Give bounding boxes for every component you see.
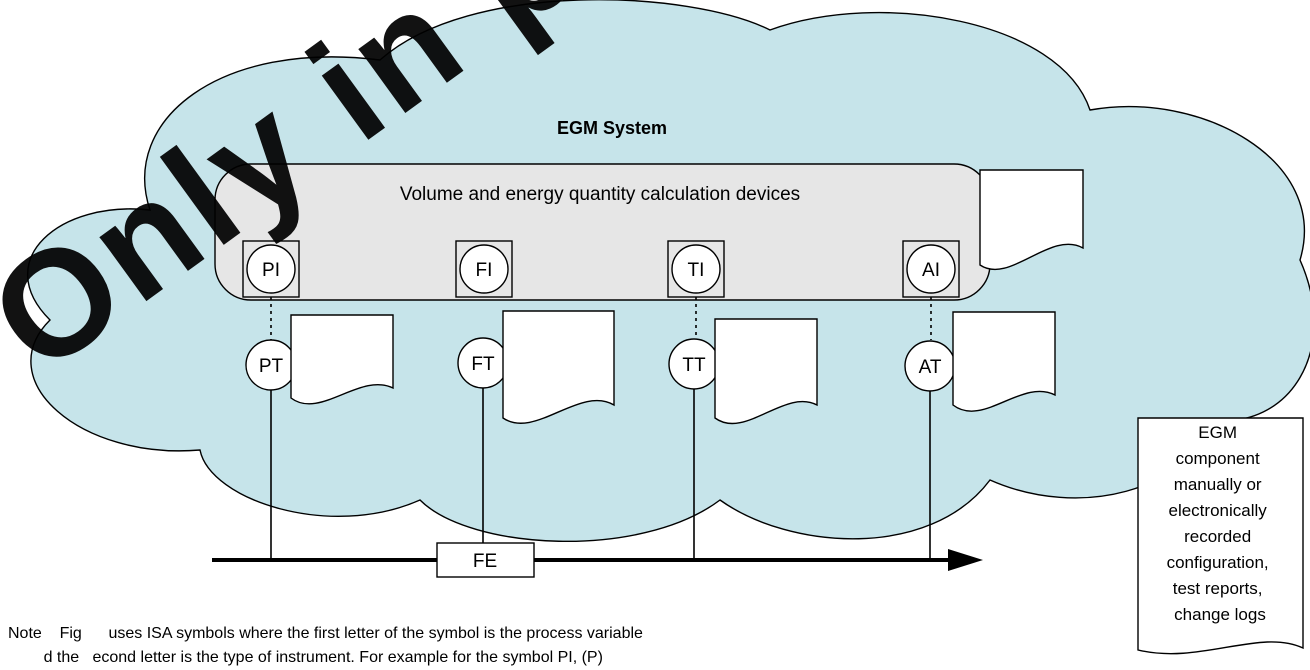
egm-records-document-icon [1137, 417, 1304, 655]
indicator-pi-label: PI [262, 260, 280, 281]
calculation-devices-label: Volume and energy quantity calculation d… [400, 184, 800, 205]
egm-records-line: test reports, [1173, 579, 1263, 598]
egm-records-label: EGM component manually or electronically… [1167, 423, 1274, 624]
indicator-fi-label: FI [476, 260, 493, 281]
transmitter-at-label: AT [919, 357, 942, 378]
egm-records-line: electronically [1169, 501, 1268, 520]
figure-note-line-1: Note Fig uses ISA symbols where the firs… [8, 625, 643, 642]
figure-note-line-2: d the econd letter is the type of instru… [8, 649, 603, 666]
flow-document-icon [502, 310, 615, 424]
transmitter-pt: PT [245, 339, 297, 391]
egm-records-line: recorded [1184, 527, 1251, 546]
transmitter-tt-label: TT [682, 355, 706, 376]
egm-records-line: component [1176, 449, 1260, 468]
figure-note: Note Fig uses ISA symbols where the firs… [8, 622, 988, 670]
transmitter-ft: FT [457, 337, 509, 389]
temperature-document-icon [714, 318, 818, 425]
egm-records-line: change logs [1174, 605, 1266, 624]
transmitter-tt: TT [668, 338, 720, 390]
egm-records-line: configuration, [1167, 553, 1269, 572]
flow-element-label: FE [473, 551, 497, 572]
transmitter-at: AT [904, 340, 956, 392]
indicator-ai-label: AI [922, 260, 940, 281]
indicator-ti-label: TI [688, 260, 705, 281]
indicator-fi: FI [455, 240, 513, 298]
transmitter-pt-label: PT [259, 356, 284, 377]
indicator-pi: PI [242, 240, 300, 298]
transmitter-ft-label: FT [471, 354, 495, 375]
device-config-document-icon [979, 169, 1084, 271]
flow-direction-arrow [948, 549, 983, 571]
egm-records-line: manually or [1174, 475, 1262, 494]
egm-records-line: EGM [1198, 423, 1237, 442]
flow-element-box [436, 542, 535, 578]
indicator-ai: AI [902, 240, 960, 298]
analysis-document-icon [952, 311, 1056, 412]
system-title: EGM System [557, 118, 667, 138]
pressure-document-icon [290, 314, 394, 405]
